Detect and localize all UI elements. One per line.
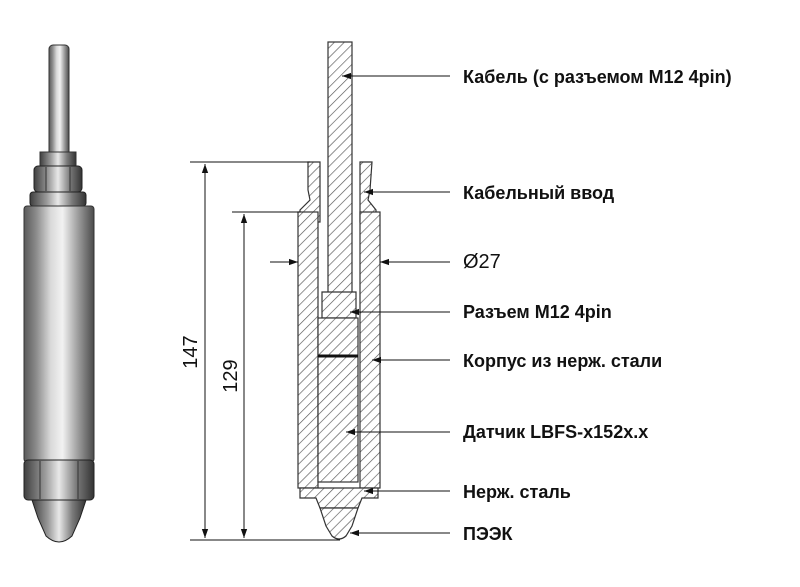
sensor-section-drawing — [297, 41, 381, 540]
body-3d — [23, 205, 95, 463]
housing-left-wall — [297, 211, 319, 489]
cable-section — [327, 41, 353, 301]
label-connector: Разъем М12 4pin — [463, 302, 612, 322]
tip-3d — [31, 499, 87, 543]
label-steel: Нерж. сталь — [463, 482, 571, 502]
bottom-nut-3d — [23, 459, 95, 501]
connector-section — [321, 291, 357, 319]
housing-right-wall — [359, 211, 381, 489]
sensor-section — [317, 317, 359, 483]
callout-arrows — [342, 72, 450, 537]
dimension-labels: 147 129 — [180, 335, 242, 392]
label-gland: Кабельный ввод — [463, 183, 615, 203]
peek-tip-section — [319, 507, 359, 540]
gland-base-3d — [29, 191, 87, 207]
cable-3d — [48, 44, 70, 161]
label-housing: Корпус из нерж. стали — [463, 351, 663, 371]
dimension-lines — [190, 161, 450, 541]
label-diameter: Ø27 — [463, 251, 501, 273]
gland-nut-3d — [33, 165, 83, 193]
sensor-3d-view — [23, 44, 95, 543]
dim-129-label: 129 — [220, 359, 242, 392]
label-cable: Кабель (с разъемом М12 4pin) — [463, 67, 732, 87]
dim-147-label: 147 — [180, 335, 202, 368]
gland-collar-3d — [39, 151, 77, 167]
label-peek: ПЭЭК — [463, 524, 513, 544]
label-sensor: Датчик LBFS-x152x.x — [463, 422, 649, 442]
